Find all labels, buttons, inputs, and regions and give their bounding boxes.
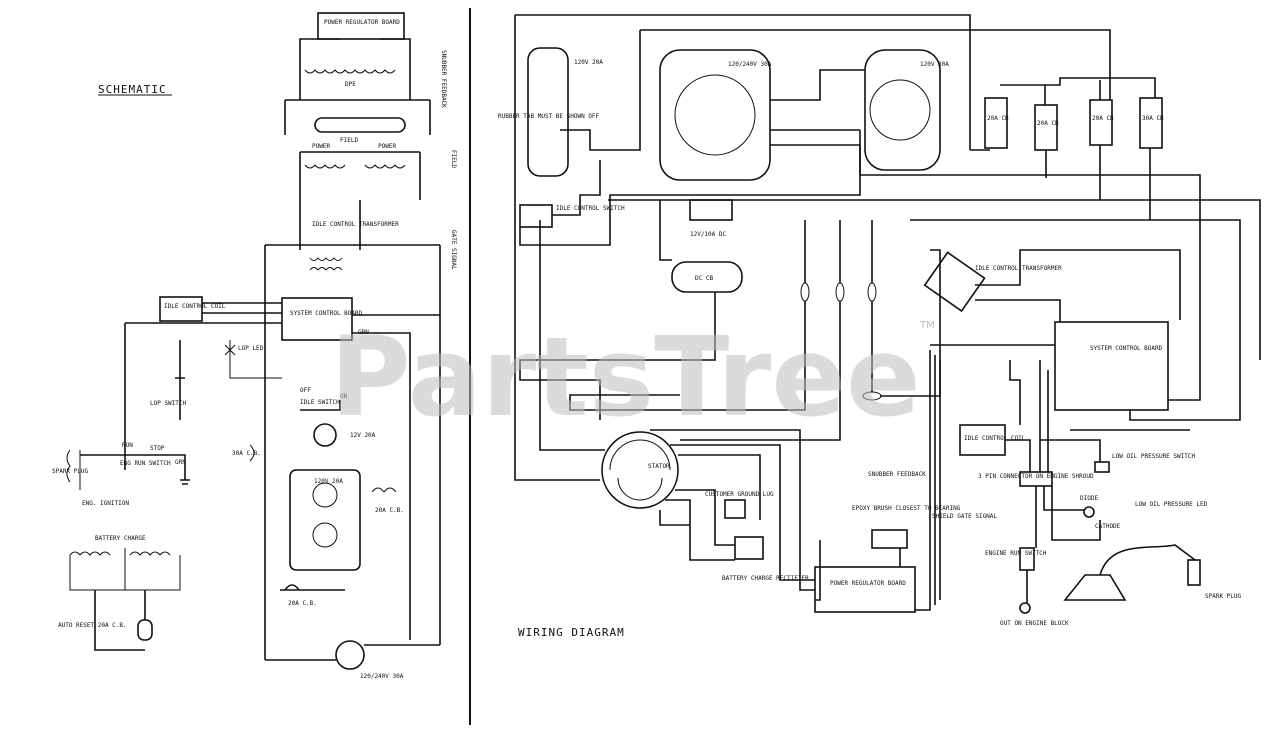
sch-system-control-board [281, 297, 353, 341]
watermark-tm: TM [919, 320, 935, 331]
sch-12v-label: 12V 20A [350, 432, 376, 439]
epoxy-brush [871, 529, 908, 549]
wiring-power-regulator-board [814, 566, 916, 613]
schematic-title: SCHEMATIC [98, 83, 167, 96]
low-oil-switch-label: LOW OIL PRESSURE SWITCH [1112, 453, 1195, 460]
wiring-idle-transformer [923, 251, 986, 313]
wiring-title: WIRING DIAGRAM [518, 626, 625, 639]
sch-idle-switch-label: IDLE SWITCH [300, 399, 340, 406]
power-reg-label: POWER REGULATOR BOARD [324, 19, 400, 26]
lop-led-label: LOP LED [238, 345, 264, 352]
dc-rcpt-label: 12V/10A DC [690, 231, 727, 238]
sch-30a-cb-label: 30A C.B. [232, 450, 261, 457]
engine-run-label: ENGINE RUN SWITCH [985, 550, 1047, 557]
run-label: RUN [122, 442, 133, 449]
lop-switch-label: LOP SWITCH [150, 400, 187, 407]
field-brush [314, 117, 406, 133]
dc-circuit-breaker [671, 261, 743, 293]
field-gate-label: SHIELD GATE SIGNAL [932, 513, 997, 520]
cb3-label: 20A CB [1092, 115, 1114, 122]
cb1-label: 20A CB [987, 115, 1009, 122]
snubber-label: SNUBBER FEEDBACK [868, 471, 926, 478]
power-regulator-board [317, 12, 405, 40]
power1-label: POWER [312, 143, 330, 150]
stator-label: STATOR [648, 463, 670, 470]
sch-grn-label: GRN [358, 329, 369, 336]
sch-idle-xfmr-label: IDLE CONTROL TRANSFORMER [312, 221, 399, 228]
sch-sys-board-label: SYSTEM CONTROL BOARD [290, 310, 363, 317]
on-label: ON [340, 393, 348, 400]
sch-spark-plug-label: SPARK PLUG [52, 468, 89, 475]
side-gate-label: GATE SIGNAL [450, 230, 457, 270]
eng-ignition-label: ENG. IGNITION [82, 500, 129, 507]
diode-label: DIODE [1080, 495, 1098, 502]
battery-charge-label: BATTERY CHARGE [95, 535, 146, 542]
auto-reset-label: AUTO RESET 20A C.B. [58, 622, 127, 629]
customer-ground-label: CUSTOMER GROUND LUG [705, 491, 774, 498]
stop-label: STOP [150, 445, 165, 452]
low-oil-pressure-switch [1094, 461, 1110, 473]
wiring-idle-switch-label: IDLE CONTROL SWITCH [556, 205, 625, 212]
wiring-120v-20a-receptacle [527, 47, 569, 177]
wiring-idle-control-coil [959, 424, 1006, 456]
battery-charge-rectifier [734, 536, 764, 560]
epoxy-label: EPOXY BRUSH CLOSEST TO BEARING [852, 505, 961, 512]
sch-20a-cb-label: 20A C.B. [375, 507, 404, 514]
cathode-label: CATHODE [1095, 523, 1121, 530]
wiring-sys-board-label: SYSTEM CONTROL BOARD [1090, 345, 1163, 352]
wiring-system-control-board [1054, 321, 1169, 411]
eng-run-switch-label: ENG RUN SWITCH [120, 460, 171, 467]
sch-240v-label: 120/240V 30A [360, 673, 404, 680]
battery-rect-label: BATTERY CHARGE RECTIFIER [722, 575, 809, 582]
cb-30a [1139, 97, 1163, 149]
low-oil-led [1083, 506, 1095, 518]
ignition-module [1063, 574, 1127, 601]
sch-240v-outlet [335, 640, 365, 670]
dc-receptacle [689, 199, 733, 221]
wiring-power-reg-label: POWER REGULATOR BOARD [830, 580, 906, 587]
wiring-idle-control-switch [519, 204, 553, 228]
wiring-120v-30a-receptacle [864, 49, 941, 171]
cb4-label: 30A CB [1142, 115, 1164, 122]
power2-label: POWER [378, 143, 396, 150]
side-feedback-label: SNUBBER FEEDBACK [440, 50, 447, 108]
watermark: PartsTree [330, 313, 921, 441]
sch-grn2-label: GRN [175, 459, 186, 466]
wiring-120v30a-label: 120V 30A [920, 61, 949, 68]
auto-reset-cb [137, 619, 153, 641]
dpe-label: DPE [345, 81, 356, 88]
sch-12v-outlet [313, 423, 337, 447]
sch-20a-cb2-label: 20A C.B. [288, 600, 317, 607]
wiring-120v20a-label: 120V 20A [574, 59, 603, 66]
wiring-240v-label: 120/240V 30A [728, 61, 772, 68]
three-pin-label: 3 PIN CONNECTOR ON ENGINE SHROUD [978, 473, 1094, 480]
sch-120v-duplex [289, 469, 361, 571]
sch-120v-label: 120V 20A [314, 478, 343, 485]
sch-idle-coil-label: IDLE CONTROL COIL [164, 303, 226, 310]
engine-block-ground [1019, 602, 1031, 614]
stator [601, 431, 679, 509]
off-label: OFF [300, 387, 311, 394]
cb-20a-3 [1089, 99, 1113, 146]
sch-idle-control-coil [159, 296, 203, 322]
low-oil-led-label: LOW OIL PRESSURE LED [1135, 501, 1208, 508]
cb-20a-2 [1034, 104, 1058, 151]
wiring-idle-coil-label: IDLE CONTROL COIL [964, 435, 1026, 442]
customer-ground-lug [724, 499, 746, 519]
field-label: FIELD [340, 137, 358, 144]
dc-cb-label: DC CB [695, 275, 713, 282]
wiring-spark-plug-label: SPARK PLUG [1205, 593, 1242, 600]
spark-plug [1187, 559, 1201, 586]
wiring-idle-xfmr-label: IDLE CONTROL TRANSFORMER [975, 265, 1062, 272]
engine-block-label: OUT ON ENGINE BLOCK [1000, 620, 1069, 627]
rubber-tab-label: RUBBER TAB MUST BE SHOWN OFF [498, 113, 600, 120]
side-field-label: FIELD [450, 150, 457, 168]
cb-20a-1 [984, 97, 1008, 149]
cb2-label: 20A CB [1037, 120, 1059, 127]
wiring-120-240v-receptacle [659, 49, 771, 181]
